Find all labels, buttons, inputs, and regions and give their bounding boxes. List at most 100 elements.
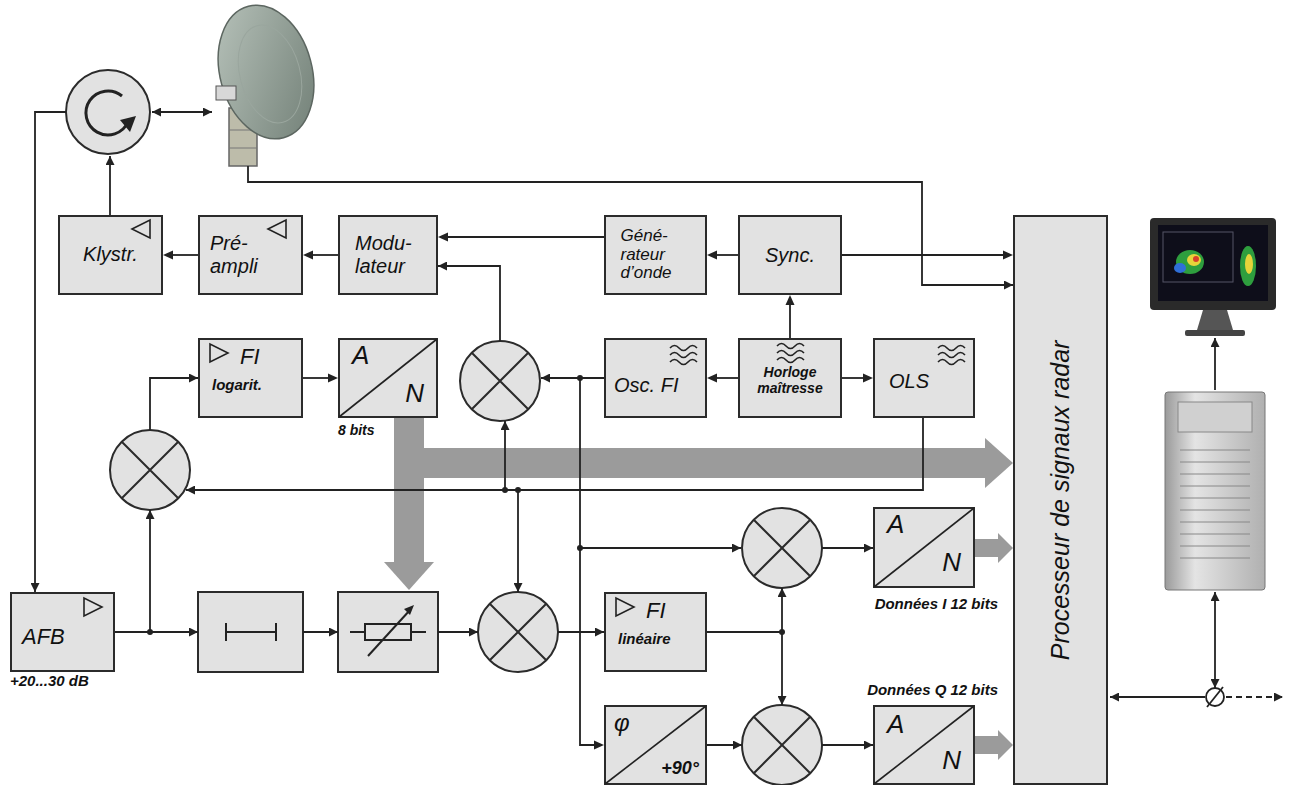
box-label: A (352, 340, 369, 370)
modulator-box: Modu- lateur (338, 215, 438, 295)
connector-line (842, 254, 1003, 256)
connector-line (717, 377, 738, 379)
attenuator-symbol (338, 592, 438, 672)
wire (152, 111, 212, 113)
bus-head (384, 562, 434, 590)
connector-line (313, 254, 338, 256)
radar-echo (1240, 246, 1256, 286)
tower-vent (1180, 522, 1250, 523)
box-label: N (405, 378, 424, 408)
interface-slash (1207, 687, 1223, 707)
wire (1110, 696, 1205, 698)
box-label: FI (240, 344, 260, 370)
connector-line (975, 736, 998, 754)
box-label: Horloge maîtresse (747, 364, 833, 396)
ad-converter-box: AN8 bits (338, 338, 438, 418)
wire (438, 631, 478, 633)
box-label: Géné- rateur d’onde (621, 227, 691, 283)
wire (438, 266, 500, 341)
ad-converter-box: Données Q 12 bitsAN (873, 705, 975, 785)
circulator-symbol (66, 70, 150, 154)
connector-line (409, 418, 985, 463)
dashed-link (1226, 696, 1283, 698)
arrowhead (998, 730, 1013, 760)
circulator-arrow (86, 91, 128, 135)
connector-line (303, 377, 328, 379)
log-if-amplifier-box: FIlogarit. (198, 338, 303, 418)
wire (541, 377, 580, 379)
tower-vent (1180, 498, 1250, 499)
amplifier-icons (84, 220, 634, 616)
limiter-line (275, 623, 277, 641)
linear-if-amplifier-box: FIlinéaire (604, 592, 707, 672)
box-label: FI (646, 598, 666, 624)
arrowhead (328, 374, 338, 383)
monitor-frame (1150, 218, 1276, 310)
box-label: Osc. FI (614, 374, 678, 397)
junction-dot (515, 487, 521, 493)
converter-diagonal (874, 508, 974, 587)
limiter-box (198, 592, 303, 672)
box-label: Modu- lateur (355, 232, 421, 278)
mixer-circle (742, 705, 822, 785)
signal-processor-box: Processeur de signaux radar (1013, 215, 1108, 785)
wire (517, 490, 519, 592)
dish-rim (228, 18, 312, 130)
screen-grid (1163, 232, 1233, 282)
connector-layer (163, 233, 1013, 750)
wire (822, 547, 873, 549)
attenuator-lead (411, 631, 426, 633)
box-label: φ (614, 709, 630, 737)
box-label: Sync. (765, 244, 815, 267)
mixer-cross (472, 353, 528, 409)
amplifier-symbol (84, 598, 102, 616)
connector-line (717, 254, 738, 256)
tower-vent (1180, 510, 1250, 511)
mixer-circle (478, 592, 558, 672)
antenna-dish (204, 0, 328, 150)
local-oscillator-box: OLS (873, 338, 975, 418)
antenna-illustration (204, 0, 328, 166)
connector-line (842, 377, 863, 379)
circulator-arrowhead (120, 116, 136, 132)
amplifier-symbol (132, 220, 150, 238)
sync-box: Sync. (738, 215, 842, 295)
box-label: Données Q 12 bits (867, 681, 998, 699)
junction-dot (779, 629, 785, 635)
wire (109, 156, 111, 215)
box-label: A (887, 509, 904, 539)
junction-dot (147, 629, 153, 635)
attenuator-arrow (368, 610, 410, 656)
box-label: 8 bits (338, 422, 375, 438)
attenuator-arrowhead (404, 605, 414, 615)
wire (707, 744, 742, 746)
radar-echo (1174, 263, 1186, 273)
box-label: Klystr. (83, 243, 138, 266)
box-label: Pré- ampli (210, 232, 270, 278)
limiter-line (225, 623, 227, 641)
wire (781, 588, 783, 632)
box-label: AFB (22, 624, 65, 650)
wire (580, 547, 741, 549)
amplifier-box: Pré- ampli (198, 215, 303, 295)
wire (707, 631, 782, 633)
monitor-illustration (1150, 218, 1276, 336)
limiter-line (226, 631, 276, 633)
signal-connector (786, 295, 795, 338)
oscillator-symbol (938, 346, 965, 365)
computer-tower-illustration (1165, 392, 1265, 590)
box-label: Processeur de signaux radar (1046, 340, 1075, 660)
oscillator-symbol (777, 344, 804, 363)
mixer-circle (742, 508, 822, 588)
mixer-cross (754, 520, 810, 576)
converter-diagonal (339, 339, 437, 417)
converter-diagonals (339, 339, 974, 784)
connector-line (975, 539, 998, 557)
box-label: +20...30 dB (10, 672, 89, 689)
bus-shaft (394, 463, 424, 563)
tower-vent (1180, 558, 1250, 559)
signal-connector (580, 378, 604, 750)
wire (186, 418, 923, 490)
arrowhead (303, 251, 313, 260)
